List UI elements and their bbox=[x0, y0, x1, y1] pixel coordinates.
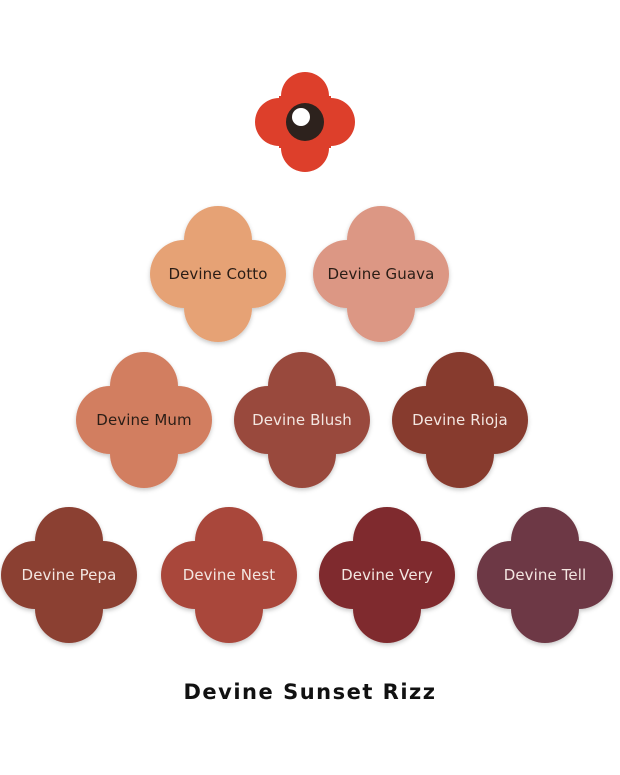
swatch-label: Devine Mum bbox=[96, 411, 191, 429]
color-swatch bbox=[76, 352, 212, 488]
color-swatch bbox=[1, 507, 137, 643]
color-swatch bbox=[150, 206, 286, 342]
swatch-label: Devine Nest bbox=[183, 566, 276, 584]
swatch-label: Devine Very bbox=[341, 566, 433, 584]
color-swatch bbox=[161, 507, 297, 643]
color-swatch bbox=[477, 507, 613, 643]
swatch-label: Devine Rioja bbox=[412, 411, 508, 429]
swatch-label: Devine Tell bbox=[504, 566, 587, 584]
palette-title: Devine Sunset Rizz bbox=[183, 680, 437, 704]
swatch-label: Devine Guava bbox=[328, 265, 435, 283]
color-swatch bbox=[234, 352, 370, 488]
color-swatch bbox=[392, 352, 528, 488]
color-swatch bbox=[313, 206, 449, 342]
color-swatch bbox=[319, 507, 455, 643]
flower-logo-icon bbox=[255, 72, 355, 172]
swatch-label: Devine Pepa bbox=[22, 566, 117, 584]
swatch-label: Devine Blush bbox=[252, 411, 352, 429]
swatch-label: Devine Cotto bbox=[168, 265, 267, 283]
logo-highlight bbox=[292, 108, 310, 126]
